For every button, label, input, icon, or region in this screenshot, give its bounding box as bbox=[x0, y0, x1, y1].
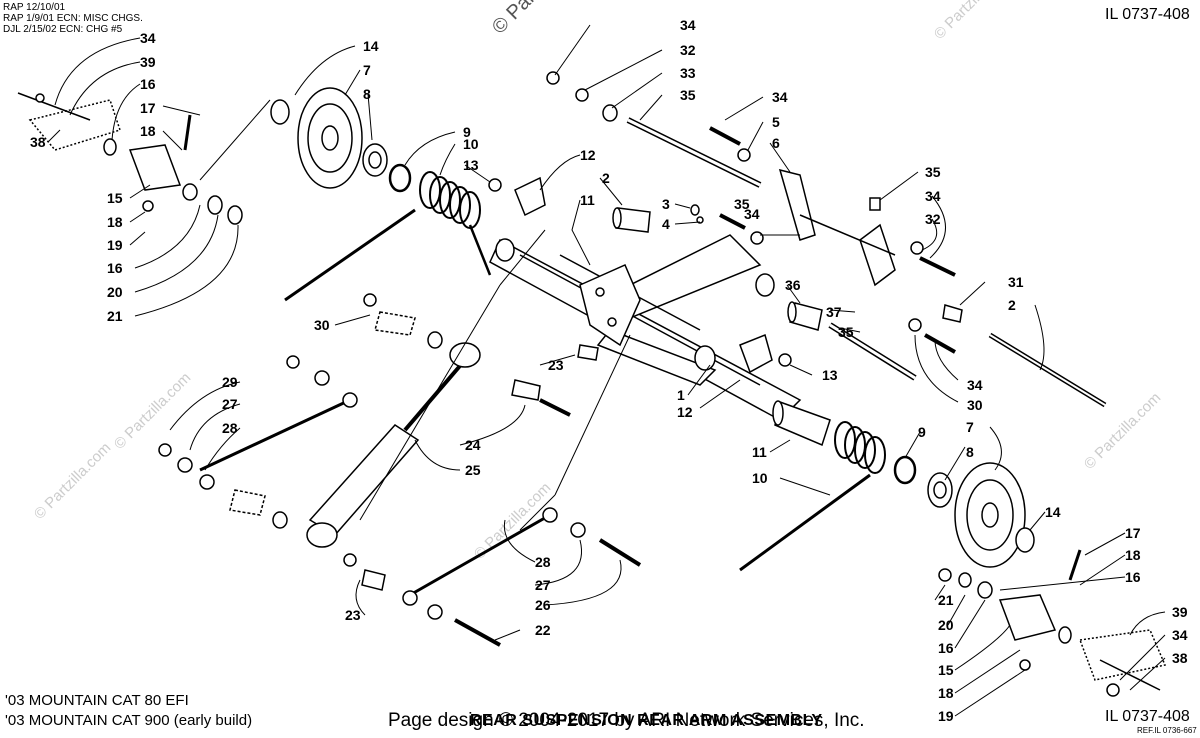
part-callout-number: 36 bbox=[785, 277, 801, 293]
part-callout-number: 23 bbox=[548, 357, 564, 373]
part-callout-number: 12 bbox=[677, 404, 693, 420]
part-callout-number: 21 bbox=[107, 308, 123, 324]
part-callout-number: 13 bbox=[463, 157, 479, 173]
illustration-code-bottom: IL 0737-408 bbox=[1105, 708, 1190, 725]
part-callout-number: 38 bbox=[1172, 650, 1188, 666]
part-callout-number: 17 bbox=[140, 100, 156, 116]
ref-code: REF.IL 0736-667 bbox=[1137, 726, 1197, 735]
part-callout-number: 34 bbox=[1172, 627, 1188, 643]
part-callout-number: 27 bbox=[535, 577, 551, 593]
part-callout-number: 20 bbox=[938, 617, 954, 633]
part-callout-number: 35 bbox=[838, 324, 854, 340]
revision-note: RAP 1/9/01 ECN: MISC CHGS. bbox=[3, 13, 143, 24]
part-callout-number: 34 bbox=[772, 89, 788, 105]
model-name: '03 MOUNTAIN CAT 900 (early build) bbox=[5, 712, 253, 729]
part-callout-number: 18 bbox=[140, 123, 156, 139]
part-callout-number: 33 bbox=[680, 65, 696, 81]
part-callout-number: 12 bbox=[580, 147, 596, 163]
part-callout-number: 21 bbox=[938, 592, 954, 608]
part-callout-number: 16 bbox=[938, 640, 954, 656]
part-callout-number: 34 bbox=[680, 17, 696, 33]
part-callout-number: 39 bbox=[140, 54, 156, 70]
part-callout-number: 9 bbox=[463, 124, 471, 140]
part-callout-number: 10 bbox=[752, 470, 768, 486]
watermark-text: © Partzilla.com bbox=[111, 369, 194, 452]
part-callout-number: 16 bbox=[1125, 569, 1141, 585]
part-callout-number: 26 bbox=[535, 597, 551, 613]
part-callout-number: 19 bbox=[107, 237, 123, 253]
leader-lines bbox=[47, 24, 1166, 717]
part-callout-number: 25 bbox=[465, 462, 481, 478]
part-callout-number: 1 bbox=[677, 387, 685, 403]
part-callout-number: 15 bbox=[938, 662, 954, 678]
part-callout-number: 6 bbox=[772, 135, 780, 151]
part-callout-number: 29 bbox=[222, 374, 238, 390]
part-callout-number: 5 bbox=[772, 114, 780, 130]
part-callout-number: 8 bbox=[363, 86, 371, 102]
part-callout-number: 18 bbox=[1125, 547, 1141, 563]
part-callout-number: 28 bbox=[535, 554, 551, 570]
part-callout-number: 18 bbox=[938, 685, 954, 701]
watermark-text: © Partzilla.com bbox=[488, 0, 599, 39]
part-callout-number: 35 bbox=[680, 87, 696, 103]
part-callout-number: 20 bbox=[107, 284, 123, 300]
part-callout-number: 31 bbox=[1008, 274, 1024, 290]
illustration-code-top: IL 0737-408 bbox=[1105, 6, 1190, 23]
part-callout-number: 16 bbox=[107, 260, 123, 276]
part-callout-number: 35 bbox=[734, 196, 750, 212]
part-callout-number: 18 bbox=[107, 214, 123, 230]
watermark-text: © Partzilla.com bbox=[931, 0, 1014, 43]
part-callout-number: 4 bbox=[662, 216, 670, 232]
part-callout-number: 24 bbox=[465, 437, 481, 453]
part-callout-number: 11 bbox=[752, 444, 767, 460]
part-callout-number: 30 bbox=[967, 397, 983, 413]
part-callout-number: 8 bbox=[966, 444, 974, 460]
part-callout-number: 7 bbox=[966, 419, 974, 435]
assembly-title: REAR SUSPENSION REAR ARM ASSEMBLY bbox=[470, 712, 823, 729]
part-callout-number: 10 bbox=[463, 136, 479, 152]
part-callout-number: 22 bbox=[535, 622, 551, 638]
part-callout-number: 32 bbox=[680, 42, 696, 58]
part-callout-number: 37 bbox=[826, 304, 842, 320]
part-callout-number: 3 bbox=[662, 196, 670, 212]
footer-copyright: Page design © 2004-2017 by ARI Network S… bbox=[388, 710, 865, 731]
part-callout-number: 39 bbox=[1172, 604, 1188, 620]
part-callout-number: 9 bbox=[918, 424, 926, 440]
part-callout-number: 19 bbox=[938, 708, 954, 724]
part-callout-number: 23 bbox=[345, 607, 361, 623]
model-name: '03 MOUNTAIN CAT 80 EFI bbox=[5, 692, 189, 709]
watermark-text: © Partzilla.com bbox=[31, 439, 114, 522]
part-callout-number: 32 bbox=[925, 211, 941, 227]
part-callout-number: 38 bbox=[30, 134, 46, 150]
part-callout-number: 16 bbox=[140, 76, 156, 92]
part-callout-number: 34 bbox=[925, 188, 941, 204]
part-callout-number: 15 bbox=[107, 190, 123, 206]
revision-note: RAP 12/10/01 bbox=[3, 2, 66, 13]
watermark-text: © Partzilla.com bbox=[1081, 389, 1164, 472]
part-callout-number: 28 bbox=[222, 420, 238, 436]
part-callout-number: 2 bbox=[1008, 297, 1016, 313]
part-callout-number: 14 bbox=[1045, 504, 1061, 520]
part-callout-number: 34 bbox=[967, 377, 983, 393]
part-callout-number: 34 bbox=[744, 206, 760, 222]
revision-note: DJL 2/15/02 ECN: CHG #5 bbox=[3, 24, 123, 35]
part-callout-number: 11 bbox=[580, 192, 595, 208]
part-callout-number: 17 bbox=[1125, 525, 1141, 541]
part-callout-number: 7 bbox=[363, 62, 371, 78]
part-callout-number: 27 bbox=[222, 396, 238, 412]
part-callout-number: 35 bbox=[925, 164, 941, 180]
part-callout-number: 13 bbox=[822, 367, 838, 383]
part-callout-number: 14 bbox=[363, 38, 379, 54]
part-callout-number: 34 bbox=[140, 30, 156, 46]
part-callout-number: 30 bbox=[314, 317, 330, 333]
rear-arm-drawing bbox=[17, 71, 1167, 697]
part-callout-number: 2 bbox=[602, 170, 610, 186]
